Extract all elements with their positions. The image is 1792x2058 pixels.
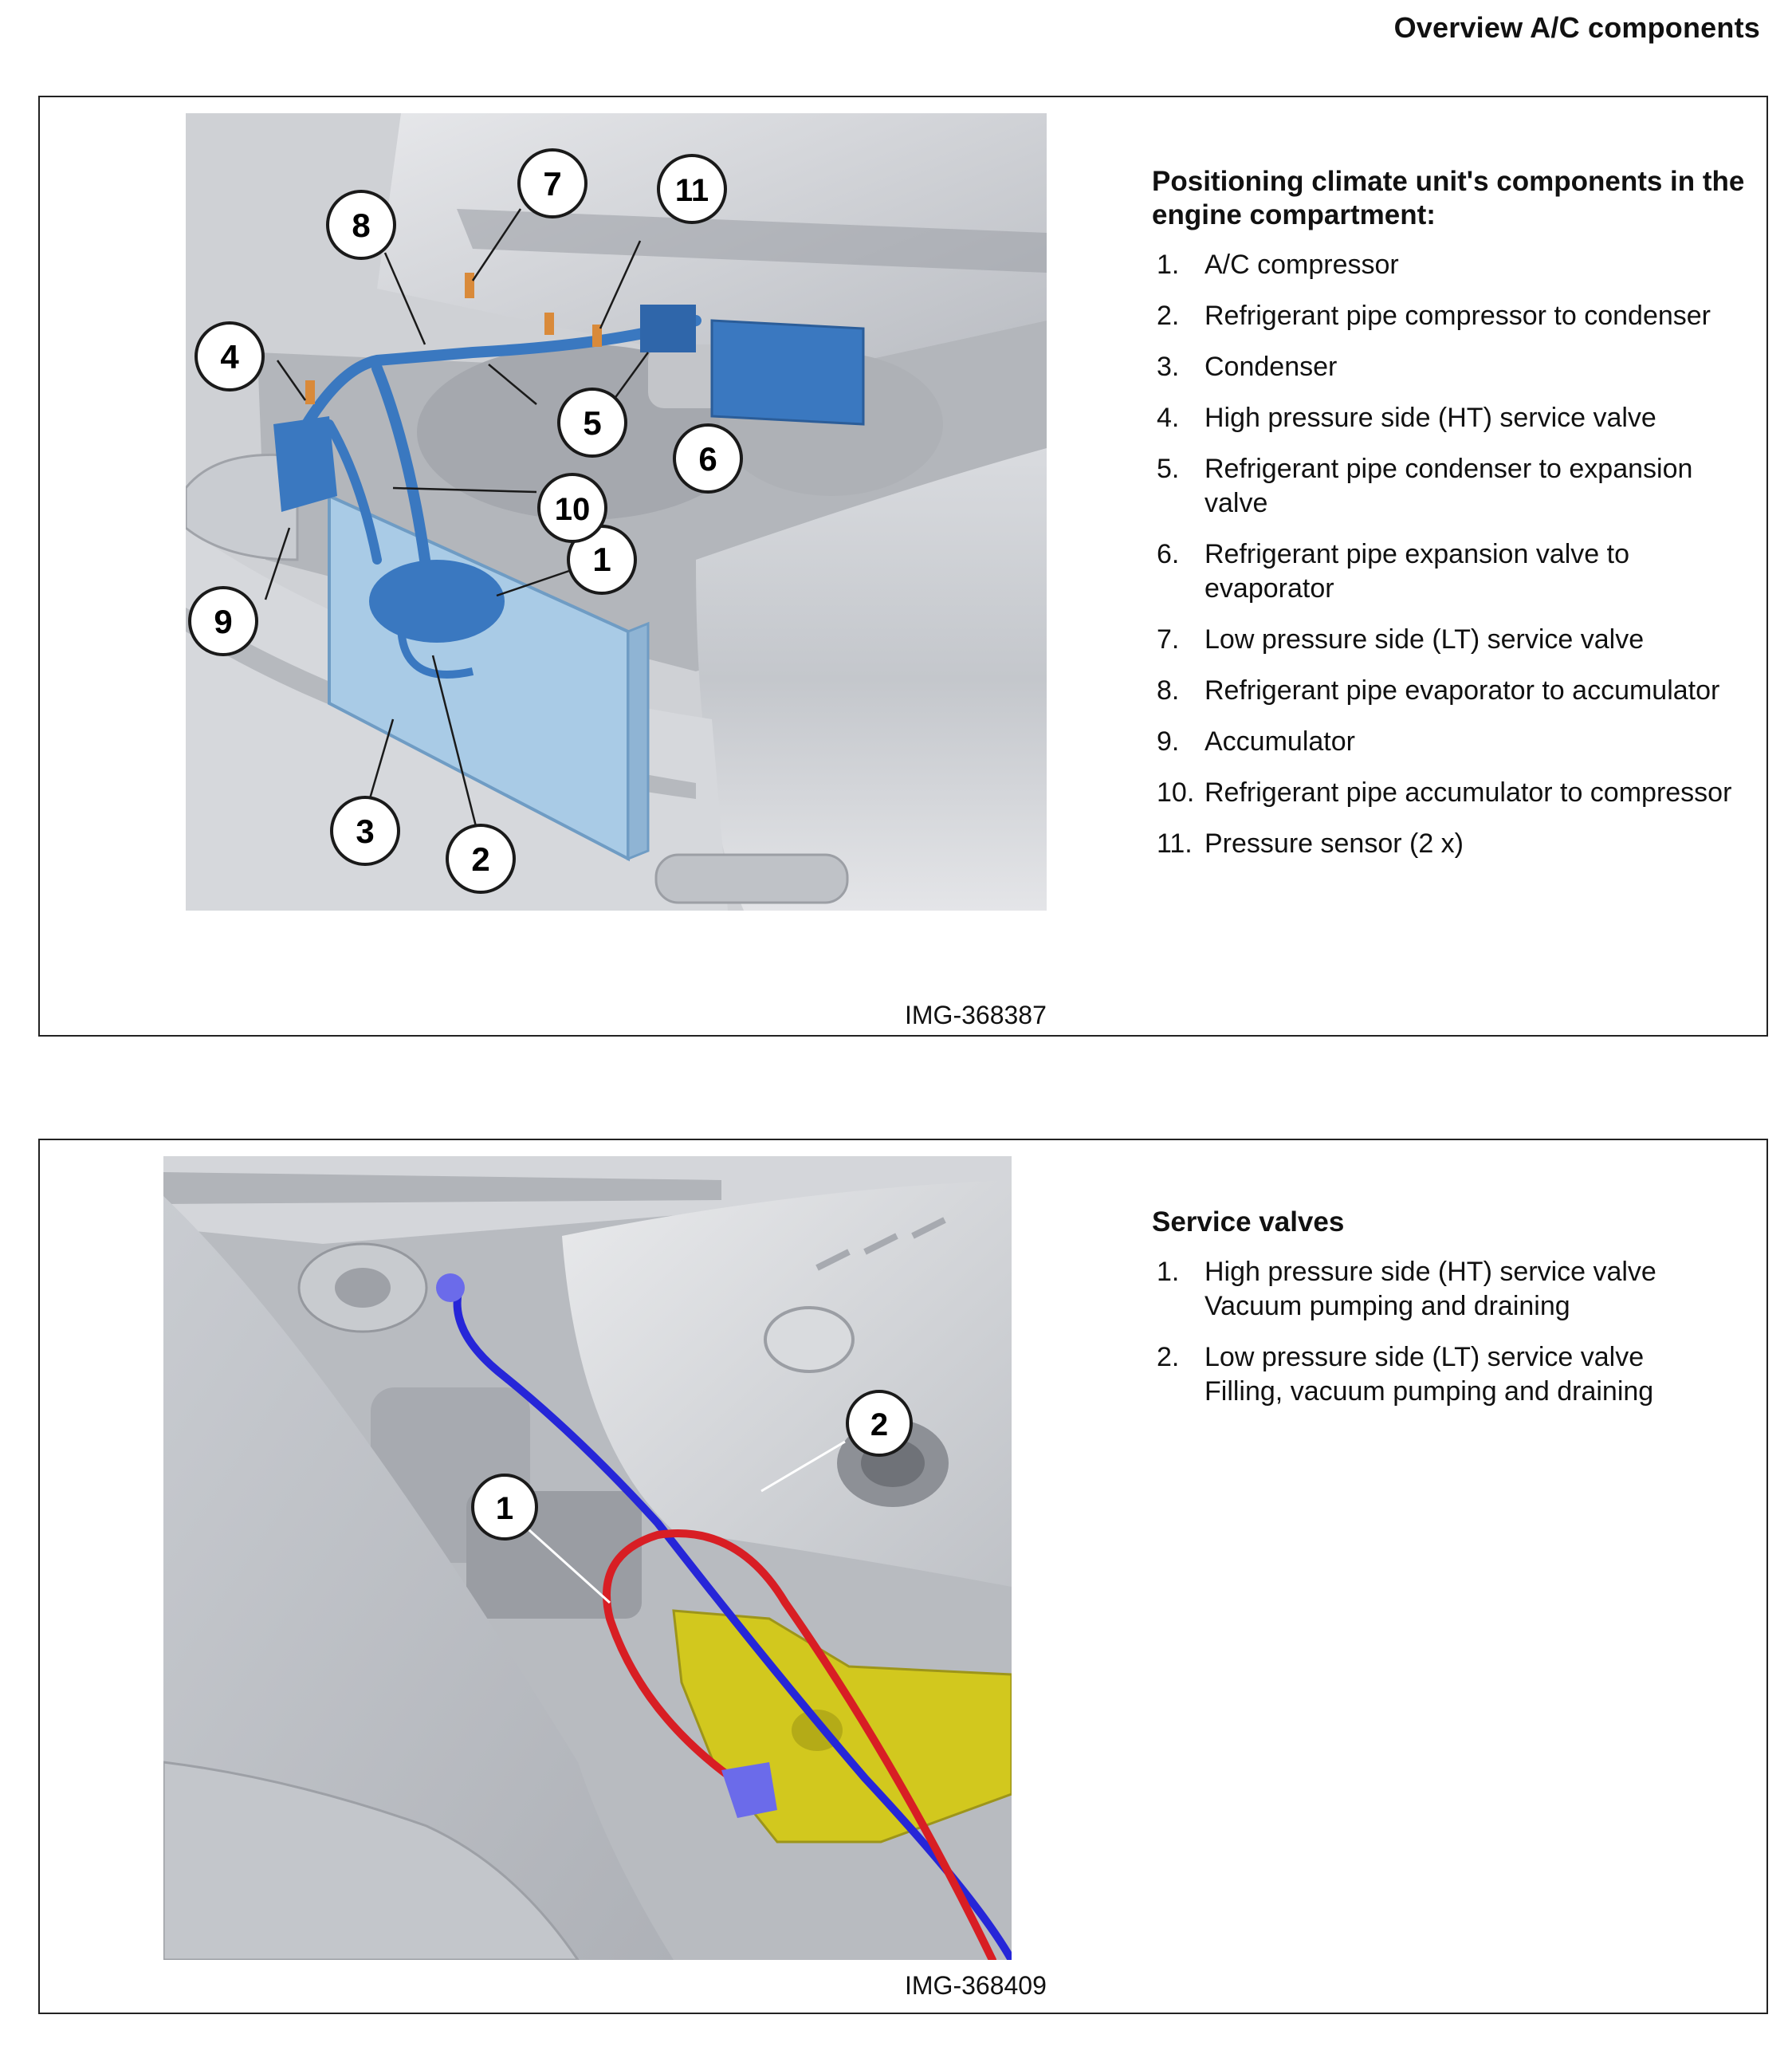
service-valves-illustration: 1 2 <box>163 1156 1012 1960</box>
callout-9: 9 <box>188 586 258 656</box>
component-list: 1.A/C compressor 2.Refrigerant pipe comp… <box>1152 248 1758 861</box>
list-item: 8.Refrigerant pipe evaporator to accumul… <box>1157 675 1720 706</box>
svg-text:11: 11 <box>675 173 709 208</box>
service-valves-legend: Service valves 1. High pressure side (HT… <box>1152 1206 1758 1426</box>
callout-3: 3 <box>330 796 400 866</box>
svg-text:10: 10 <box>555 492 591 527</box>
figure-panel-engine-compartment: 1 2 3 4 5 6 7 <box>38 96 1768 1037</box>
svg-text:1: 1 <box>592 541 611 578</box>
callout-8: 8 <box>326 190 396 260</box>
component-legend: Positioning climate unit's components in… <box>1152 165 1758 878</box>
callout-6: 6 <box>673 423 743 494</box>
service-valves-drawing: 1 2 <box>163 1156 1012 1960</box>
list-item: 9.Accumulator <box>1157 726 1355 757</box>
service-valve-list: 1. High pressure side (HT) service valve… <box>1152 1255 1758 1409</box>
svg-text:7: 7 <box>543 165 561 203</box>
section-heading: Positioning climate unit's components in… <box>1152 166 1745 230</box>
list-item: 1. High pressure side (HT) service valve… <box>1157 1257 1656 1321</box>
section-heading: Service valves <box>1152 1206 1345 1238</box>
callout-11: 11 <box>657 154 727 224</box>
callout-2: 2 <box>846 1390 913 1457</box>
callout-5: 5 <box>557 388 627 458</box>
list-item: 4.High pressure side (HT) service valve <box>1157 403 1656 433</box>
list-item: 6.Refrigerant pipe expansion valve to ev… <box>1157 539 1629 604</box>
image-caption: IMG-368387 <box>905 1001 1047 1029</box>
svg-text:6: 6 <box>698 440 717 478</box>
svg-text:1: 1 <box>496 1491 513 1526</box>
list-item: 3.Condenser <box>1157 352 1338 382</box>
list-item: 7.Low pressure side (LT) service valve <box>1157 624 1645 655</box>
callout-10: 10 <box>537 473 607 543</box>
figure-panel-service-valves: 1 2 Service valves 1. High pressure side… <box>38 1139 1768 2014</box>
svg-text:2: 2 <box>471 840 489 878</box>
svg-text:5: 5 <box>583 404 601 442</box>
callout-2: 2 <box>446 824 516 894</box>
list-item: 1.A/C compressor <box>1157 250 1399 280</box>
callout-7: 7 <box>517 148 588 218</box>
svg-text:4: 4 <box>220 338 239 376</box>
list-item: 10.Refrigerant pipe accumulator to compr… <box>1157 777 1732 808</box>
callout-4: 4 <box>195 321 265 392</box>
svg-text:2: 2 <box>870 1407 888 1442</box>
page-title: Overview A/C components <box>1393 11 1760 44</box>
list-item: 2. Low pressure side (LT) service valve … <box>1157 1342 1654 1407</box>
list-item: 11.Pressure sensor (2 x) <box>1157 828 1464 859</box>
engine-compartment-drawing: 1 2 3 4 5 6 7 <box>138 113 1047 978</box>
image-caption: IMG-368409 <box>905 1971 1047 2000</box>
engine-compartment-illustration: 1 2 3 4 5 6 7 <box>138 113 1047 978</box>
svg-text:8: 8 <box>352 207 370 244</box>
svg-text:9: 9 <box>214 603 232 640</box>
svg-text:3: 3 <box>356 813 374 850</box>
list-item: 5.Refrigerant pipe condenser to expansio… <box>1157 454 1693 518</box>
list-item: 2.Refrigerant pipe compressor to condens… <box>1157 301 1711 331</box>
callout-1: 1 <box>471 1474 538 1541</box>
